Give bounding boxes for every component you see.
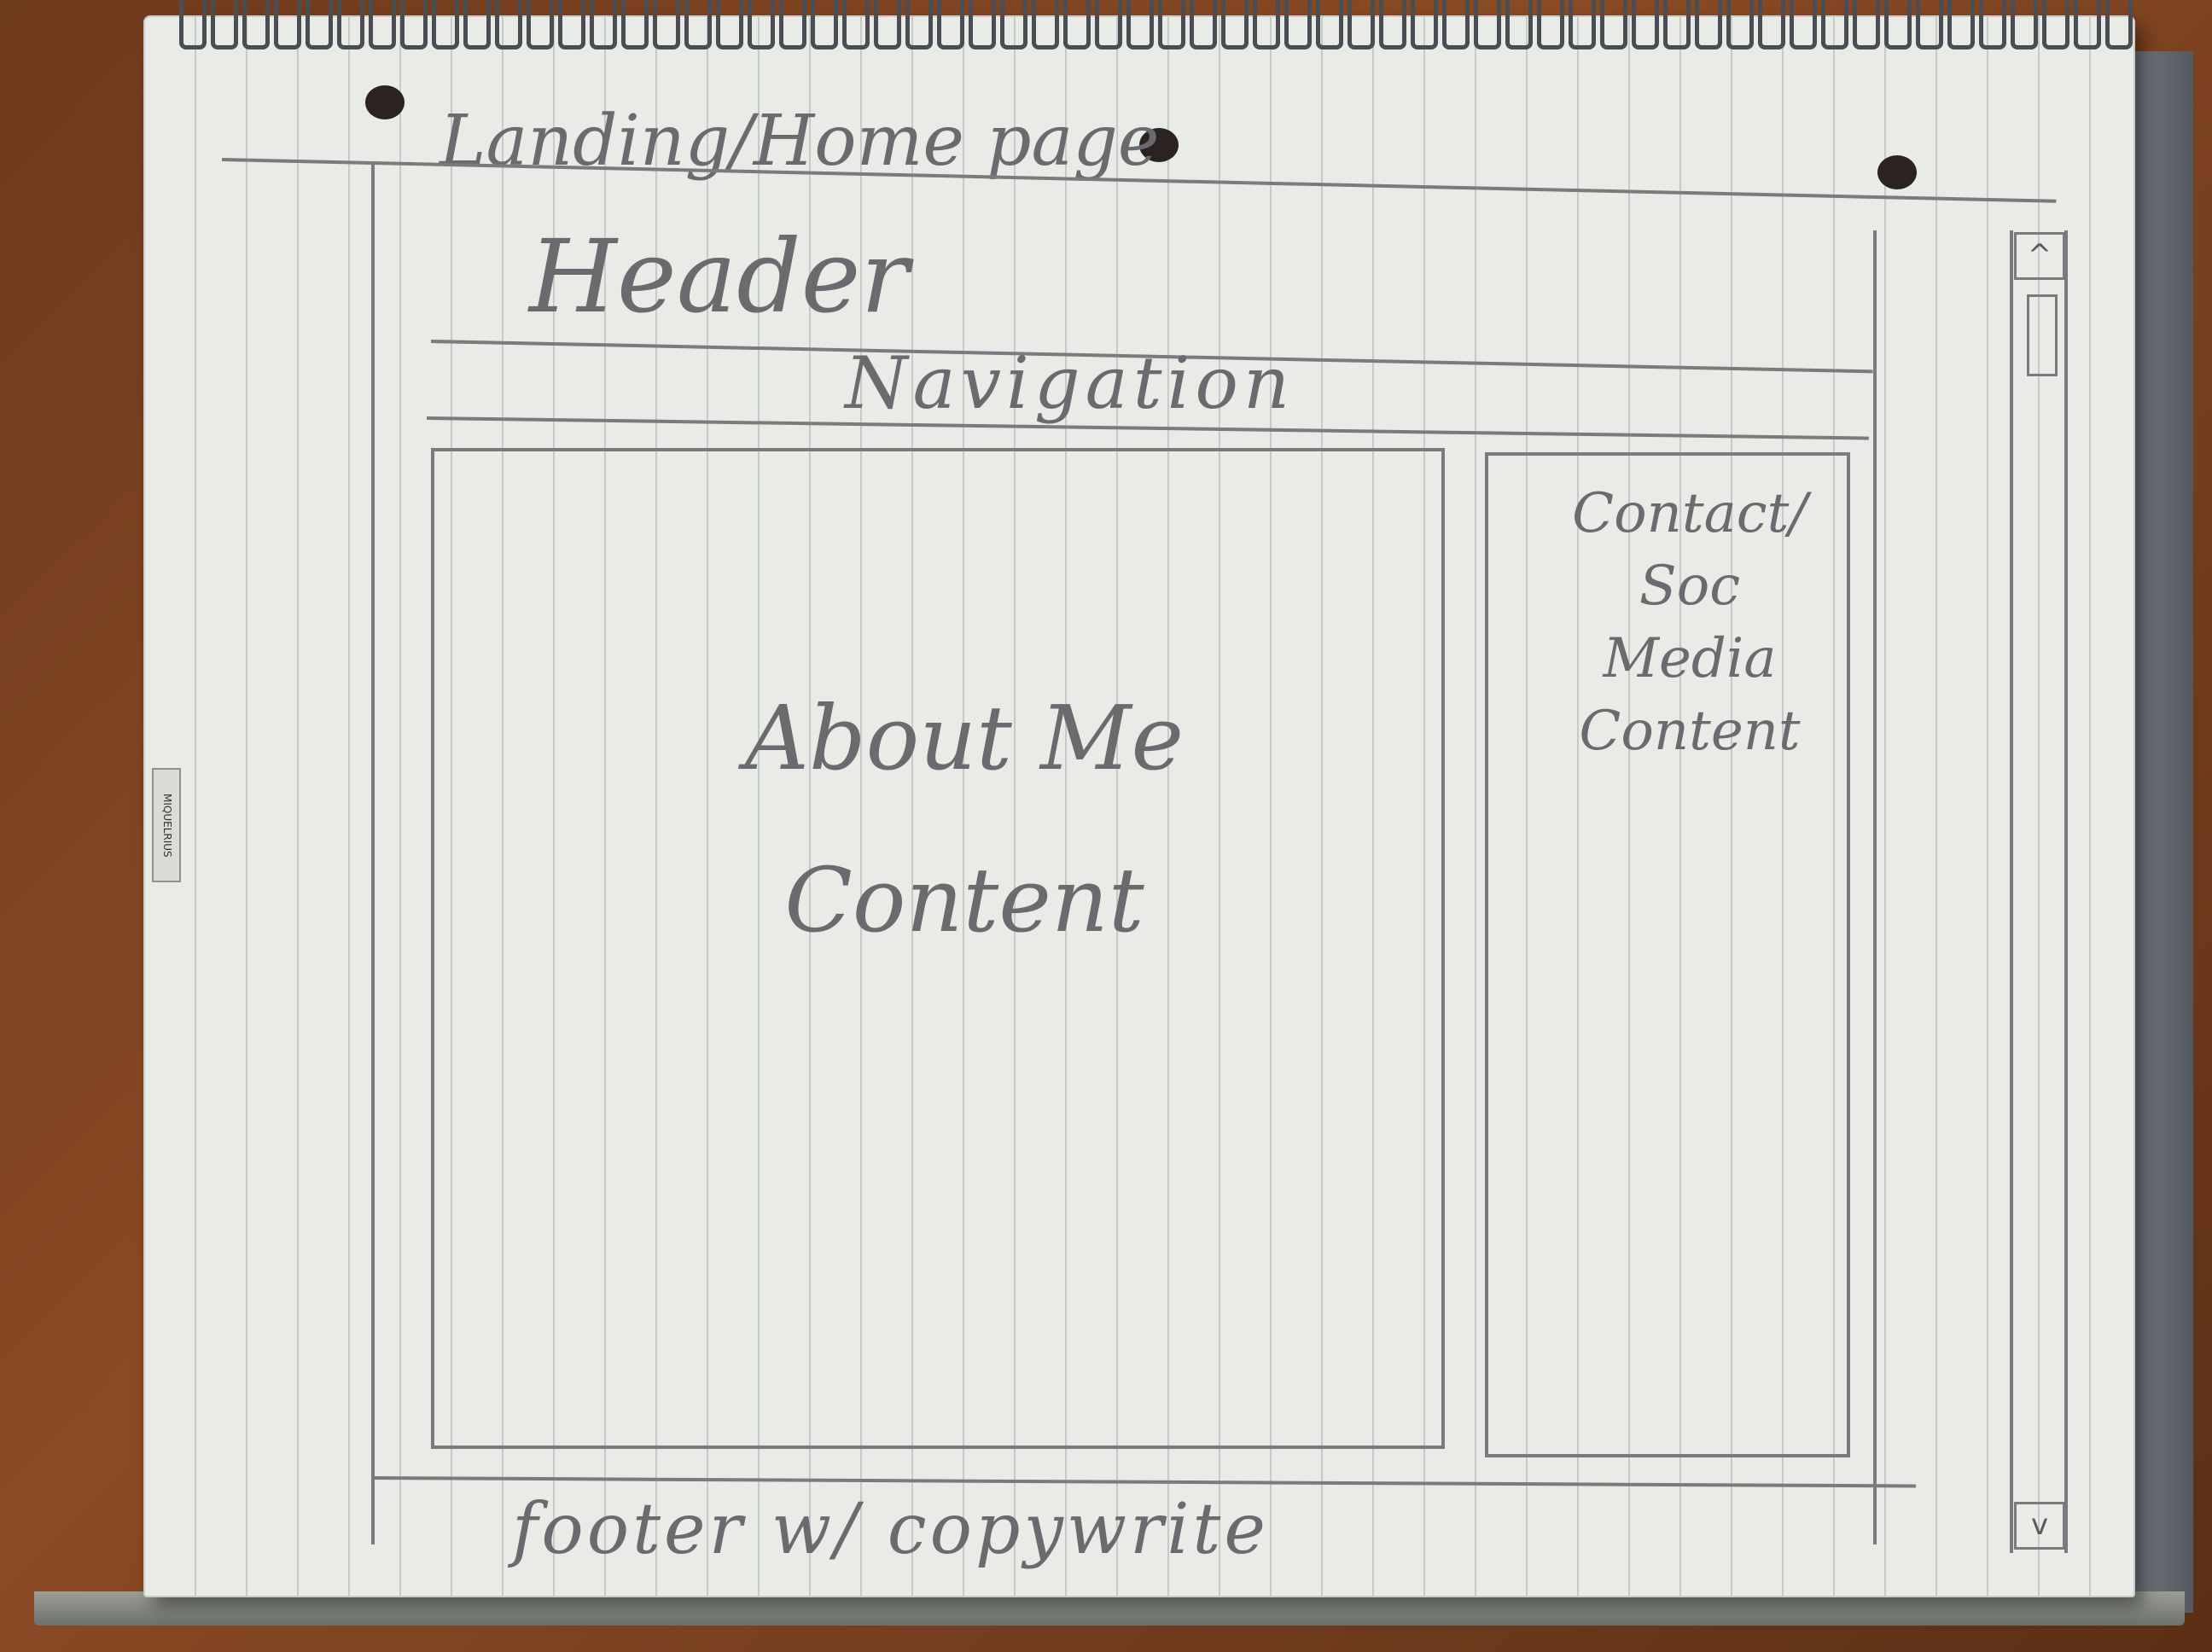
spiral-coil — [179, 0, 207, 49]
spiral-coil — [306, 0, 333, 49]
spiral-coil — [1348, 0, 1375, 49]
spiral-coil — [1442, 0, 1470, 49]
spiral-coil — [432, 0, 459, 49]
punch-hole — [1139, 128, 1179, 162]
spiral-coil — [2074, 0, 2101, 49]
spiral-coil — [558, 0, 585, 49]
spiral-coil — [684, 0, 712, 49]
spiral-coil — [779, 0, 806, 49]
spiral-coil — [842, 0, 870, 49]
page-right-border — [1873, 230, 1877, 1544]
spiral-coil — [1726, 0, 1754, 49]
scroll-down-arrow-icon: v — [2014, 1502, 2065, 1550]
scroll-up-arrow-icon: ^ — [2014, 232, 2065, 280]
spiral-coil — [653, 0, 680, 49]
spiral-coil — [1221, 0, 1249, 49]
spiral-coil — [1095, 0, 1122, 49]
spiral-coil — [969, 0, 996, 49]
spiral-coil — [1032, 0, 1059, 49]
spiral-coil — [1916, 0, 1943, 49]
spiral-coil — [1505, 0, 1533, 49]
spiral-coil — [1126, 0, 1154, 49]
spiral-coil — [811, 0, 838, 49]
spiral-coil — [1600, 0, 1627, 49]
spiral-binding — [179, 0, 2133, 51]
spiral-coil — [1158, 0, 1185, 49]
spiral-coil — [1947, 0, 1975, 49]
spiral-coil — [1853, 0, 1880, 49]
spiral-coil — [590, 0, 617, 49]
sidebar-box — [1485, 452, 1850, 1457]
spiral-coil — [1790, 0, 1817, 49]
sketched-scrollbar-track — [2010, 230, 2068, 1553]
notebook-page-edge — [34, 1591, 2185, 1626]
spiral-coil — [874, 0, 901, 49]
spiral-coil — [242, 0, 270, 49]
spiral-coil — [1411, 0, 1438, 49]
spiral-coil — [369, 0, 396, 49]
sidebar-content-label: Contact/ Soc Media Content — [1572, 482, 1807, 763]
spiral-coil — [1663, 0, 1691, 49]
spiral-coil — [748, 0, 775, 49]
spiral-coil — [1758, 0, 1785, 49]
spiral-coil — [1190, 0, 1217, 49]
spiral-coil — [621, 0, 649, 49]
navigation-region-label: Navigation — [845, 341, 1295, 425]
spiral-coil — [1632, 0, 1659, 49]
punch-hole — [365, 85, 405, 119]
spiral-coil — [1695, 0, 1722, 49]
spiral-coil — [1474, 0, 1501, 49]
sketch-title: Landing/Home page — [439, 101, 1160, 182]
main-content-label: About Me Content — [744, 686, 1185, 952]
spiral-coil — [211, 0, 238, 49]
spiral-coil — [716, 0, 743, 49]
spiral-coil — [274, 0, 301, 49]
spiral-coil — [2105, 0, 2133, 49]
spiral-coil — [1821, 0, 1848, 49]
spiral-coil — [527, 0, 554, 49]
spiral-coil — [2042, 0, 2069, 49]
spiral-coil — [905, 0, 933, 49]
footer-region-label: footer w/ copywrite — [512, 1489, 1269, 1570]
spiral-coil — [495, 0, 522, 49]
spiral-coil — [1063, 0, 1091, 49]
spiral-coil — [2011, 0, 2038, 49]
spiral-coil — [1284, 0, 1312, 49]
punch-hole — [1877, 155, 1917, 189]
notebook-page — [145, 17, 2133, 1596]
main-content-box — [431, 448, 1445, 1449]
spiral-coil — [337, 0, 364, 49]
spiral-coil — [1979, 0, 2006, 49]
header-region-label: Header — [529, 218, 909, 335]
spiral-coil — [463, 0, 491, 49]
spiral-coil — [400, 0, 428, 49]
spiral-coil — [1316, 0, 1343, 49]
spiral-coil — [1000, 0, 1027, 49]
spiral-coil — [1569, 0, 1596, 49]
spiral-coil — [1537, 0, 1564, 49]
spiral-coil — [937, 0, 964, 49]
spiral-coil — [1253, 0, 1280, 49]
spiral-coil — [1884, 0, 1912, 49]
sketched-scrollbar-thumb — [2027, 294, 2058, 376]
page-left-border — [371, 162, 375, 1544]
notebook-brand-label: MIQUELRIUS — [152, 768, 181, 882]
spiral-coil — [1379, 0, 1406, 49]
